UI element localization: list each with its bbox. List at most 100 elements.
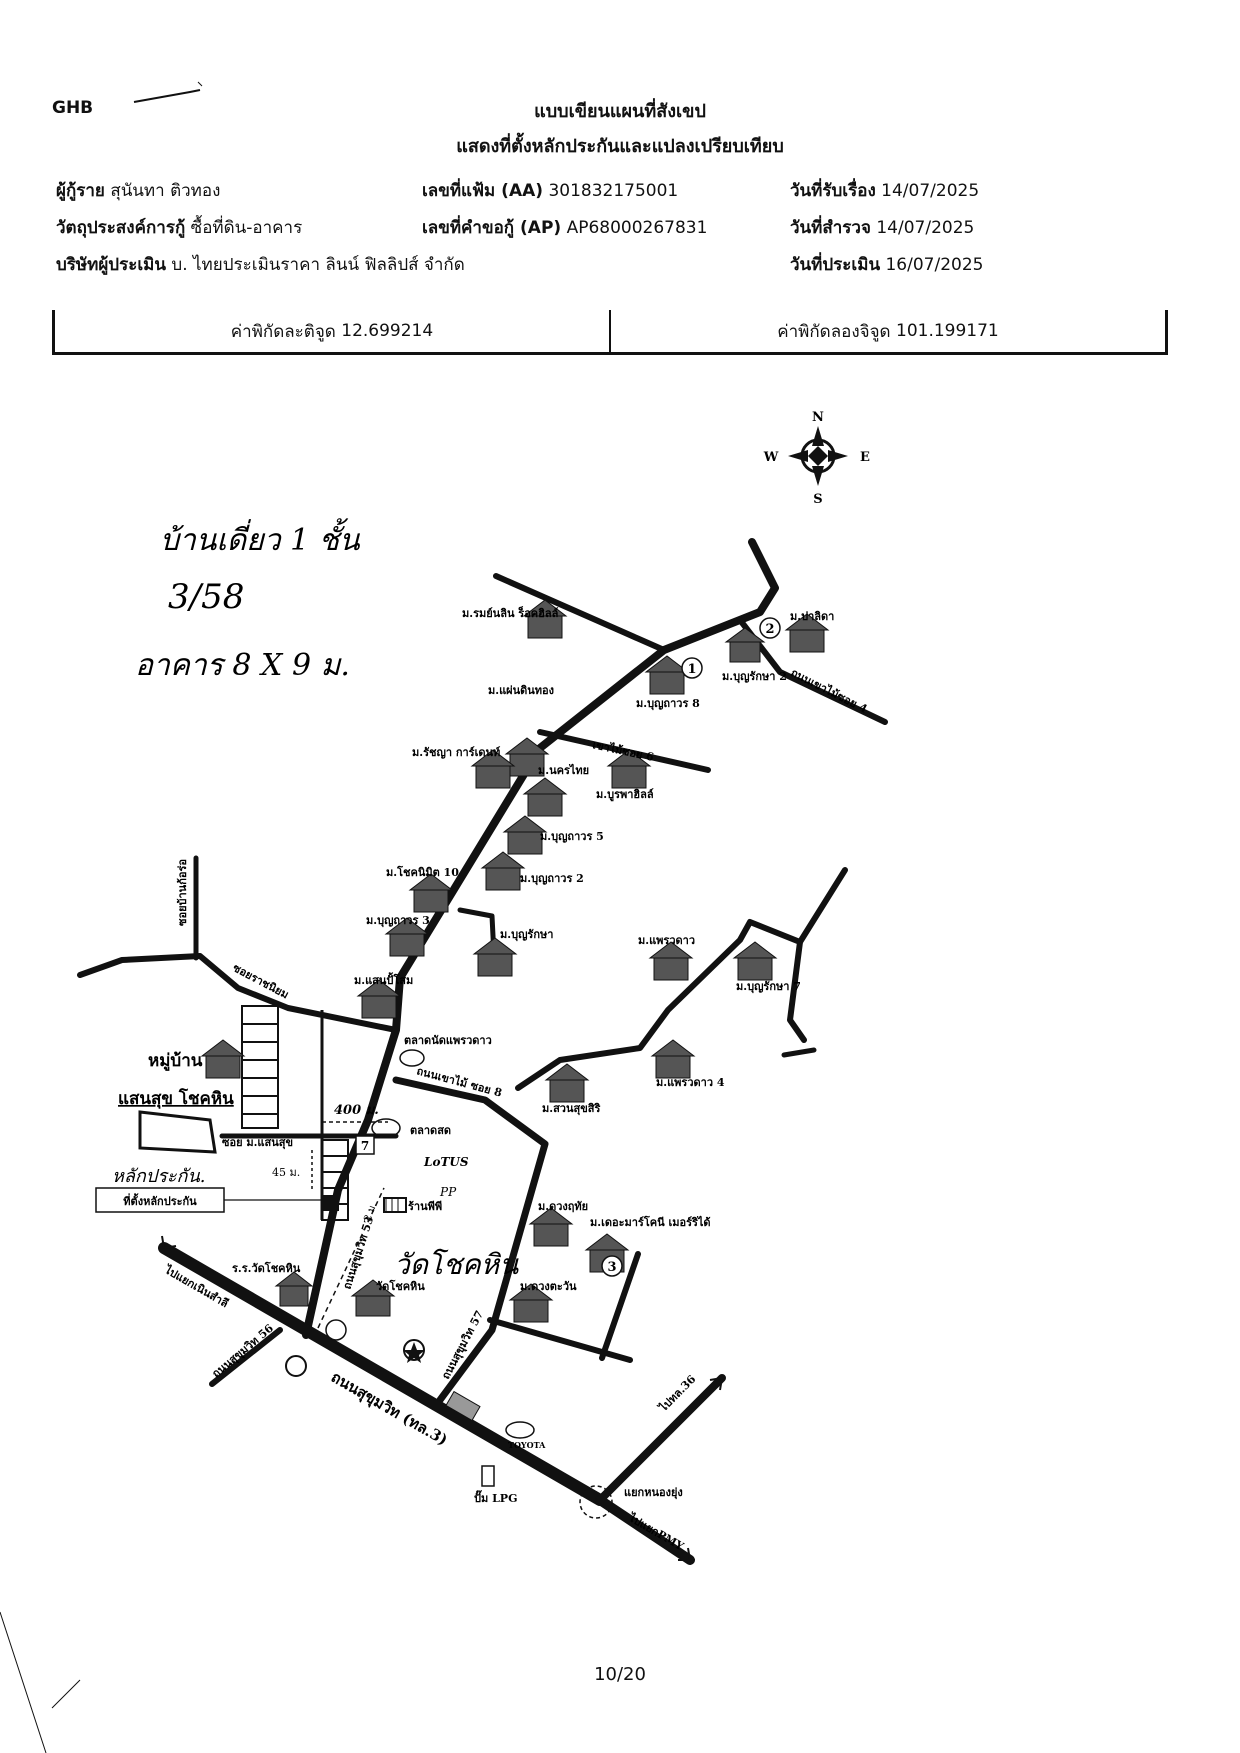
label-bunthawon-5: ม.บุญถาวร 5: [540, 830, 604, 844]
house-icon: [508, 1283, 554, 1323]
house-icon: [732, 941, 778, 981]
house-icon: [502, 815, 548, 855]
house-icon: [784, 613, 830, 653]
house-icon: [470, 749, 516, 789]
label-bunthawon-3: ม.บุญถาวร 3: [366, 914, 430, 928]
longitude-cell: ค่าพิกัดลองจิจูด 101.199171: [609, 310, 1165, 352]
label-nakhon-thai: ม.นครไทย: [538, 763, 589, 777]
market-praewdao-icon: [399, 1049, 425, 1067]
label-toyota: TOYOTA: [508, 1440, 546, 1450]
label-palida: ม.ปาลิดา: [790, 610, 834, 623]
label-seven: 7: [361, 1139, 369, 1153]
received-label: วันที่รับเรื่อง: [790, 181, 876, 201]
file-label: เลขที่แฟ้ม (AA): [422, 181, 544, 201]
file-row: เลขที่แฟ้ม (AA) 301832175001: [422, 177, 678, 204]
label-duang-ruethai: ม.ดวงฤทัย: [538, 1200, 588, 1213]
label-temple: วัดโชคหิน: [376, 1279, 425, 1293]
label-bunthawon-8: ม.บุญถาวร 8: [636, 697, 700, 711]
building-icon: [445, 1390, 481, 1422]
road-sukhumvit-53: ถนนสุขุมวิท 53: [340, 1215, 377, 1291]
label-the-marconi: ม.เดอะมาร์โคนี เมอร์ริได้: [590, 1215, 711, 1229]
label-bunraksa-7: ม.บุญรักษา 7: [736, 980, 801, 994]
distance-45: 45 ม.: [272, 1166, 300, 1179]
handwritten-pp: PP: [439, 1185, 457, 1199]
file-value: 301832175001: [548, 181, 679, 201]
handwritten-building-size: อาคาร 8 X 9 ม.: [135, 648, 350, 683]
handwritten-house-type: บ้านเดี่ยว 1 ชั้น: [160, 518, 361, 558]
survey-row: วันที่สำรวจ 14/07/2025: [790, 214, 974, 241]
market-icon: [371, 1118, 401, 1138]
house-icon: [472, 937, 518, 977]
village-lots: [138, 1005, 349, 1221]
label-phaendin-thong: ม.แผ่นดินทอง: [488, 684, 554, 697]
request-value: AP68000267831: [566, 218, 708, 238]
house-icon: [528, 1207, 574, 1247]
label-bunthawon-2: ม.บุญถาวร 2: [520, 872, 584, 886]
marker-2-icon: [759, 617, 781, 639]
compass-icon: N S E W: [763, 410, 870, 507]
label-saen-pisom: ม.แสนปั้โสม: [354, 972, 413, 987]
latitude-label: ค่าพิกัดละติจูด: [230, 321, 336, 342]
arrow-east-icon: [678, 1547, 691, 1561]
arrow-west-icon: [161, 1235, 177, 1249]
label-lotus: LoTUS: [423, 1155, 469, 1169]
road-to-pmy: ไปแยกPMY: [625, 1509, 687, 1553]
road-khaomai-4: ถนนเขาไม้ซอย 4: [789, 665, 870, 716]
house-icon: [200, 1039, 246, 1079]
borrower-value: สุนันทา ติวทอง: [110, 181, 221, 201]
handwritten-collateral: หลักประกัน.: [112, 1166, 205, 1187]
received-value: 14/07/2025: [881, 181, 980, 201]
place-icons: [285, 1049, 613, 1519]
house-icon: [724, 627, 766, 663]
request-row: เลขที่คำขอกู้ (AP) AP68000267831: [422, 214, 707, 241]
village-icons: [200, 599, 830, 1323]
longitude-label: ค่าพิกัดลองจิจูด: [777, 321, 891, 342]
village-labels: ม.รมย์นลิน ร็อคฮิลล์ ม.ปาลิดา ม.บุญรักษา…: [354, 606, 834, 1293]
house-icon: [522, 777, 568, 817]
signature-scribble: [133, 81, 203, 103]
marker-2: 2: [765, 622, 774, 637]
house-icon: [644, 655, 690, 695]
appraiser-label: บริษัทผู้ประเมิน: [56, 255, 166, 275]
appraiser-row: บริษัทผู้ประเมิน บ. ไทยประเมินราคา ลินน์…: [56, 251, 465, 278]
label-lpg: ปั๊ม LPG: [474, 1490, 517, 1505]
place-labels: ตลาดนัดแพรวดาว ตลาดสด ร.ร.วัดโชคหิน วัดโ…: [118, 1034, 546, 1505]
label-school: ร.ร.วัดโชคหิน: [232, 1261, 301, 1275]
scan-mark: [0, 1611, 81, 1753]
label-ratchaya-garden: ม.รัชญา การ์เดนท์: [412, 746, 500, 759]
page-title: แบบเขียนแผนที่สังเขป: [534, 101, 706, 122]
house-icon: [650, 1039, 696, 1079]
label-village-main-2: แสนสุข โชคหิน: [118, 1088, 234, 1109]
house-icon: [408, 873, 454, 913]
marker-1-icon: [681, 657, 703, 679]
intersection-icon: [579, 1485, 613, 1519]
handwritten-temple: วัดโชคหิน: [394, 1248, 519, 1281]
collateral-box: [95, 1187, 225, 1213]
longitude-value: 101.199171: [896, 321, 999, 341]
road-ban-kor: ซอยบ้านก้อร่อ: [176, 859, 189, 926]
house-icon: [480, 851, 526, 891]
purpose-label: วัตถุประสงค์การกู้: [56, 218, 186, 238]
house-icon: [544, 1063, 590, 1103]
house-icon: [648, 941, 694, 981]
label-bunraksa-2: ม.บุญรักษา 2: [722, 670, 787, 684]
marker-3-icon: [601, 1255, 623, 1277]
label-shop: ร้านพีพี: [408, 1200, 442, 1213]
distance-400: 400 ม.: [334, 1103, 379, 1118]
label-suan-suksiri: ม.สวนสุขสิริ: [542, 1102, 600, 1116]
label-village-main-1: หมู่บ้าน: [148, 1051, 203, 1072]
shop-icon: [383, 1197, 407, 1213]
compass-e: E: [860, 450, 870, 465]
road-labels: ถนนเขาไม้ซอย 4 เขาไม้ซอย 6 ซอยราชนิยม ถน…: [161, 665, 870, 1553]
house-icon: [274, 1271, 314, 1307]
label-praewdao-4: ม.แพรวดาว 4: [656, 1076, 725, 1089]
marker-3: 3: [607, 1260, 616, 1275]
label-fresh-market: ตลาดสด: [410, 1124, 451, 1137]
marker-1: 1: [687, 662, 696, 677]
marker-icons: 1 2 3: [601, 617, 781, 1277]
coordinates-box: ค่าพิกัดละติจูด 12.699214 ค่าพิกัดลองจิจ…: [52, 310, 1168, 355]
house-icon: [522, 599, 568, 639]
label-choknimit-10: ม.โชคนิมิต 10: [386, 865, 459, 879]
label-burapha-hill: ม.บูรพาฮิลล์: [596, 788, 654, 802]
